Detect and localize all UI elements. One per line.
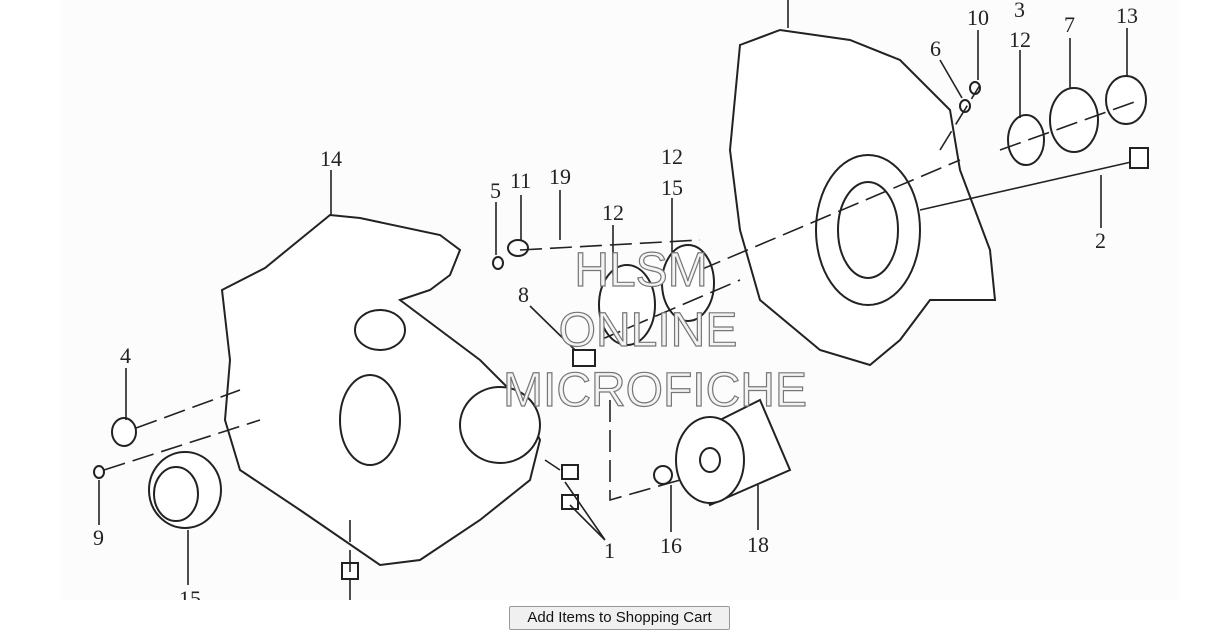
watermark: HLSM ONLINE MICROFICHE (502, 243, 807, 417)
callout-9: 9 (93, 525, 104, 550)
add-to-cart-button[interactable]: Add Items to Shopping Cart (509, 606, 730, 630)
callout-7: 7 (1064, 12, 1075, 37)
callout-2: 2 (1095, 228, 1106, 253)
callout-6: 6 (930, 36, 941, 61)
watermark-line: HLSM (574, 244, 707, 297)
callout-12: 12 (602, 200, 624, 225)
callout-4: 4 (120, 343, 131, 368)
callout-19: 19 (549, 164, 571, 189)
parts-diagram: 10 3 12 7 13 6 2 14 5 11 19 12 12 15 8 4… (60, 0, 1180, 600)
callout-15: 15 (179, 586, 201, 600)
callout-16: 16 (660, 533, 682, 558)
callout-18: 18 (747, 532, 769, 557)
callout-12: 12 (661, 144, 683, 169)
exploded-view-drawing: 10 3 12 7 13 6 2 14 5 11 19 12 12 15 8 4… (93, 0, 1149, 600)
watermark-line: MICROFICHE (503, 364, 807, 417)
watermark-line: ONLINE (559, 304, 738, 357)
callout-labels: 10 3 12 7 13 6 2 14 5 11 19 12 12 15 8 4… (93, 0, 1138, 600)
callout-11: 11 (510, 168, 531, 193)
callout-3: 3 (1014, 0, 1025, 22)
callout-12: 12 (1009, 27, 1031, 52)
callout-15: 15 (661, 175, 683, 200)
callout-8: 8 (518, 282, 529, 307)
leader-lines (98, 0, 1141, 600)
callout-5: 5 (490, 178, 501, 203)
callout-13: 13 (1116, 3, 1138, 28)
callout-10: 10 (967, 5, 989, 30)
callout-14: 14 (320, 146, 342, 171)
callout-1: 1 (604, 538, 615, 563)
